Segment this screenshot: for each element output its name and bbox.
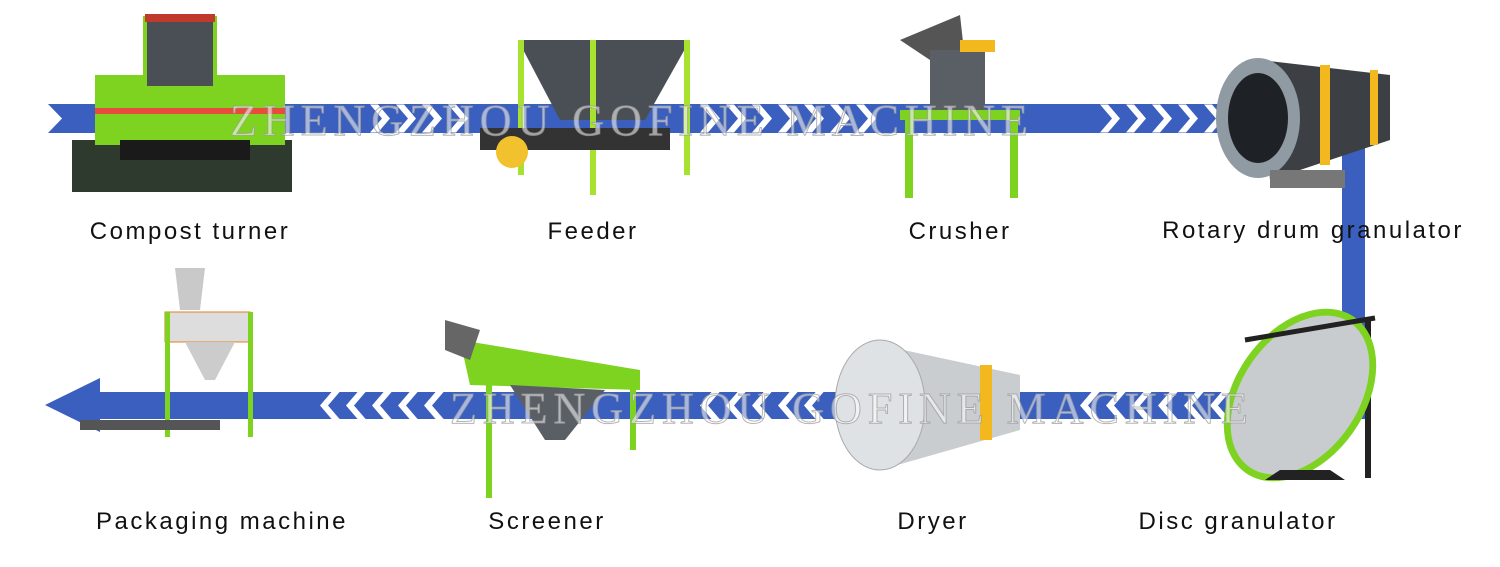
chevron-marker bbox=[700, 391, 720, 420]
chevron-marker bbox=[726, 104, 746, 133]
chevron-marker bbox=[448, 104, 468, 133]
chevron-marker bbox=[778, 391, 798, 420]
label-screener: Screener bbox=[488, 508, 606, 535]
chevron-marker bbox=[1158, 391, 1178, 420]
label-dryer: Dryer bbox=[897, 508, 969, 535]
chevron-marker bbox=[804, 104, 824, 133]
chevron-markers bbox=[320, 104, 1230, 420]
chevron-marker bbox=[1080, 391, 1100, 420]
chevron-marker bbox=[752, 391, 772, 420]
chevron-marker bbox=[422, 104, 442, 133]
chevron-marker bbox=[1184, 391, 1204, 420]
chevron-marker bbox=[1210, 391, 1230, 420]
chevron-marker bbox=[700, 104, 720, 133]
label-feeder: Feeder bbox=[547, 218, 639, 245]
packaging-machine-image bbox=[80, 268, 253, 437]
chevron-marker bbox=[830, 104, 850, 133]
label-packaging-machine: Packaging machine bbox=[96, 508, 348, 535]
chevron-marker bbox=[1100, 104, 1120, 133]
rotary-drum-granulator-image bbox=[1216, 58, 1390, 188]
chevron-marker bbox=[320, 391, 340, 420]
chevron-marker bbox=[396, 104, 416, 133]
label-crusher: Crusher bbox=[908, 218, 1012, 245]
label-rotary-drum-granulator: Rotary drum granulator bbox=[1162, 217, 1464, 244]
feeder-image bbox=[480, 40, 690, 195]
chevron-marker bbox=[398, 391, 418, 420]
dryer-image bbox=[834, 339, 1020, 471]
chevron-marker bbox=[346, 391, 366, 420]
chevron-marker bbox=[752, 104, 772, 133]
chevron-marker bbox=[370, 104, 390, 133]
label-compost-turner: Compost turner bbox=[89, 218, 291, 245]
disc-granulator-image bbox=[1223, 308, 1377, 482]
chevron-marker bbox=[804, 391, 824, 420]
chevron-marker bbox=[424, 391, 444, 420]
chevron-marker bbox=[372, 391, 392, 420]
chevron-marker bbox=[726, 391, 746, 420]
chevron-marker bbox=[1152, 104, 1172, 133]
label-disc-granulator: Disc granulator bbox=[1138, 508, 1338, 535]
chevron-marker bbox=[1106, 391, 1126, 420]
chevron-marker bbox=[1132, 391, 1152, 420]
chevron-marker bbox=[1126, 104, 1146, 133]
crusher-image bbox=[900, 15, 1020, 198]
bottom-arrow-head bbox=[45, 378, 100, 432]
watermark-bottom: ZHENGZHOU GOFINE MACHINE bbox=[450, 384, 1254, 434]
chevron-marker bbox=[778, 104, 798, 133]
screener-image bbox=[445, 320, 640, 498]
watermark-top: ZHENGZHOU GOFINE MACHINE bbox=[230, 96, 1034, 146]
compost-turner-image bbox=[72, 14, 292, 192]
chevron-marker bbox=[1178, 104, 1198, 133]
chevron-marker bbox=[856, 104, 876, 133]
